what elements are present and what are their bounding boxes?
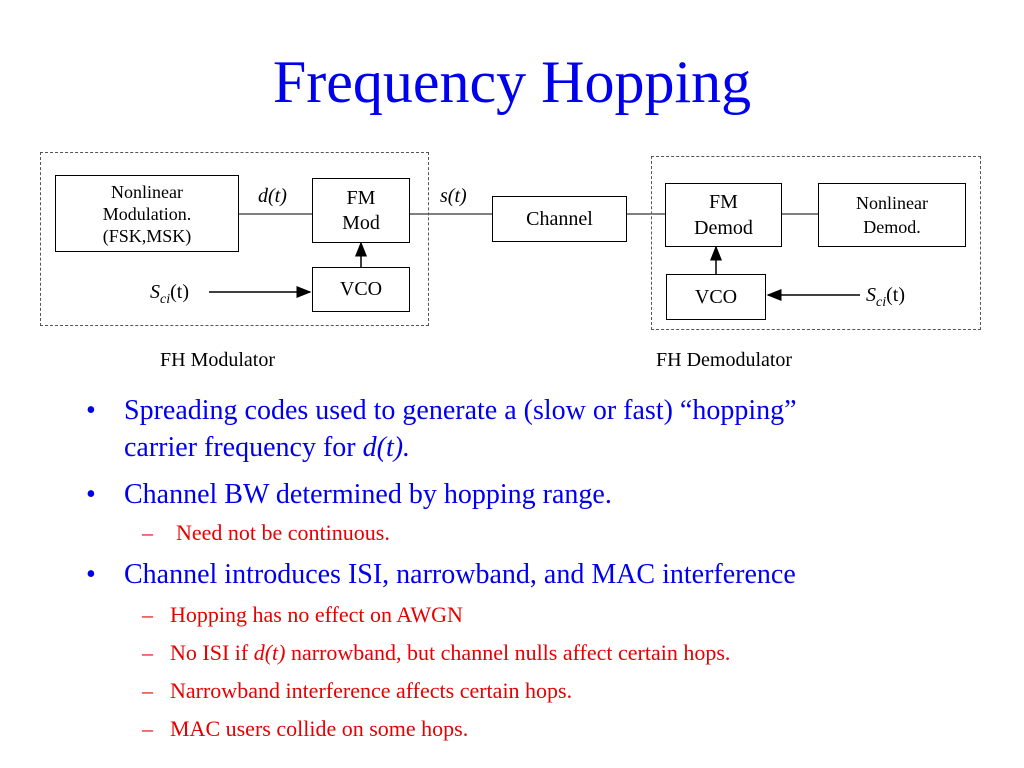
sub-item-3-1: – Hopping has no effect on AWGN [142,602,463,628]
bullet-item-1: • Spreading codes used to generate a (sl… [86,392,797,466]
nonlinear-demod-block: Nonlinear Demod. [818,183,966,247]
sub-item-3-2: – No ISI if d(t) narrowband, but channel… [142,640,731,666]
dash-marker: – [142,640,153,665]
vco-demod-block: VCO [666,274,766,320]
s-t-label: s(t) [440,185,467,207]
bullet-marker: • [86,395,96,426]
dash-marker: – [142,716,153,741]
nonlinear-modulation-block: Nonlinear Modulation. (FSK,MSK) [55,175,239,252]
channel-label: Channel [526,207,593,230]
dash-marker: – [142,678,153,703]
nonlinear-mod-line-1: Nonlinear [111,181,183,202]
fm-mod-block: FM Mod [312,178,410,243]
sci-demod-base: S [866,284,876,306]
sub-2-1-text: Need not be continuous. [176,520,390,545]
sci-t-demod-label: Sci(t) [866,283,905,315]
dash-marker: – [142,602,153,627]
slide-title: Frequency Hopping [272,49,752,115]
bullet-marker: • [86,479,96,510]
sub-3-2-italic: d(t) [253,640,286,665]
sub-item-3-3: – Narrowband interference affects certai… [142,678,573,704]
bullet-item-3: • Channel introduces ISI, narrowband, an… [86,556,796,593]
fm-demod-block: FM Demod [665,183,782,247]
bullet-3-text: Channel introduces ISI, narrowband, and … [124,559,796,590]
sub-item-3-4: – MAC users collide on some hops. [142,716,469,742]
sub-3-3-text: Narrowband interference affects certain … [170,678,573,703]
fh-demodulator-caption: FH Demodulator [656,349,793,371]
sci-demod-sub: ci [876,295,887,310]
sub-item-2-1: – Need not be continuous. [142,520,390,546]
sub-3-4-text: MAC users collide on some hops. [170,716,469,741]
bullet-marker: • [86,559,96,590]
sci-demod-arg: (t) [886,284,905,306]
bullet-1-line-2-pre: carrier frequency for [124,432,363,463]
sub-3-1-text: Hopping has no effect on AWGN [170,602,463,627]
channel-block: Channel [492,196,627,242]
sci-mod-sub: ci [160,292,171,307]
fm-mod-line-2: Mod [342,211,380,234]
bullet-2-text: Channel BW determined by hopping range. [124,479,612,510]
nonlinear-demod-line-1: Nonlinear [856,193,928,213]
fh-modulator-group [40,152,429,326]
fm-demod-line-2: Demod [694,217,753,239]
bullet-1-line-2-italic: d(t). [362,432,411,463]
fm-demod-line-1: FM [709,191,738,213]
sub-3-2-post: narrowband, but channel nulls affect cer… [285,640,731,665]
dash-marker: – [142,520,153,545]
sci-mod-base: S [150,281,160,303]
d-t-label: d(t) [258,185,287,207]
fh-demodulator-group [651,156,981,330]
sub-3-2-pre: No ISI if [170,640,254,665]
vco-mod-block: VCO [312,267,410,312]
fm-mod-line-1: FM [346,186,376,209]
vco-mod-label: VCO [339,278,383,300]
nonlinear-demod-line-2: Demod. [863,217,921,237]
vco-demod-label: VCO [694,285,738,308]
fh-modulator-caption: FH Modulator [160,349,275,371]
sci-t-mod-label: Sci(t) [150,280,189,312]
sci-mod-arg: (t) [170,281,189,303]
bullet-item-2: • Channel BW determined by hopping range… [86,476,612,513]
nonlinear-mod-line-3: (FSK,MSK) [102,225,192,246]
nonlinear-mod-line-2: Modulation. [102,203,192,224]
bullet-1-line-1: Spreading codes used to generate a (slow… [124,395,797,426]
